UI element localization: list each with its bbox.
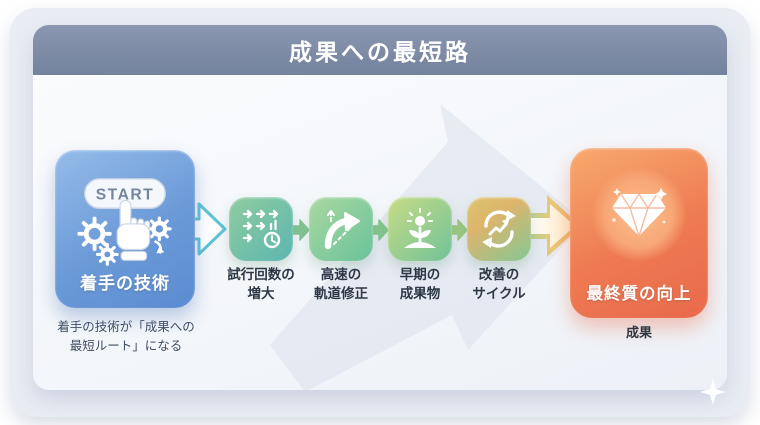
flow-card: 成果への最短路 START <box>33 25 727 390</box>
gradient-arrow-icon <box>523 195 581 257</box>
card-header: 成果への最短路 <box>33 25 727 75</box>
sparkle-icon <box>655 188 667 200</box>
start-caption: 着手の技術が「成果への 最短ルート」になる <box>33 318 221 357</box>
diamond-icon <box>612 188 667 237</box>
page-title: 成果への最短路 <box>289 39 471 65</box>
step-label-correction: 高速の 軌道修正 <box>293 266 389 304</box>
end-caption: 成果 <box>625 325 652 340</box>
sparkle-small-icon <box>613 188 621 196</box>
start-node-label: 着手の技術 <box>80 274 170 293</box>
step3-line1: 早期の <box>399 267 441 282</box>
gear-small-icon <box>95 243 119 266</box>
gear-right-icon <box>146 216 172 242</box>
step-box-correction <box>309 197 373 261</box>
step4-line1: 改善の <box>478 267 520 282</box>
card-body: START <box>33 75 727 390</box>
step-box-cycle <box>467 197 531 261</box>
step1-line2: 増大 <box>247 285 275 301</box>
step-box-trials <box>229 197 293 261</box>
start-caption-line2: 最短ルート」になる <box>69 339 183 354</box>
chevron-arrow-icon <box>292 219 310 241</box>
step2-line1: 高速の <box>320 267 362 282</box>
gear-icon <box>77 216 112 251</box>
step1-line1: 試行回数の <box>227 267 295 282</box>
step3-line2: 成果物 <box>399 285 441 301</box>
end-node: 最終質の向上 <box>570 148 708 318</box>
curved-arrow-icon <box>324 210 360 250</box>
start-node: START <box>55 150 195 308</box>
step-label-trials: 試行回数の 増大 <box>213 266 309 304</box>
chevron-arrow-icon <box>371 219 389 241</box>
step-label-cycle: 改善の サイクル <box>451 266 547 304</box>
step4-line2: サイクル <box>472 285 526 301</box>
hand-cursor-icon <box>116 199 151 261</box>
step-label-deliverables: 早期の 成果物 <box>372 266 468 304</box>
cycle-trend-icon <box>482 210 516 248</box>
sprout-idea-icon <box>404 208 436 248</box>
start-button-text: START <box>96 186 155 203</box>
step-box-deliverables <box>388 197 452 261</box>
start-click-gears-icon: START <box>77 178 172 266</box>
step2-line2: 軌道修正 <box>314 285 368 301</box>
arrows-clock-icon <box>242 209 281 249</box>
corner-sparkle-icon <box>700 379 726 405</box>
chevron-arrow-icon <box>450 219 468 241</box>
end-node-label: 最終質の向上 <box>586 285 692 303</box>
start-caption-line1: 着手の技術が「成果への <box>57 320 195 334</box>
